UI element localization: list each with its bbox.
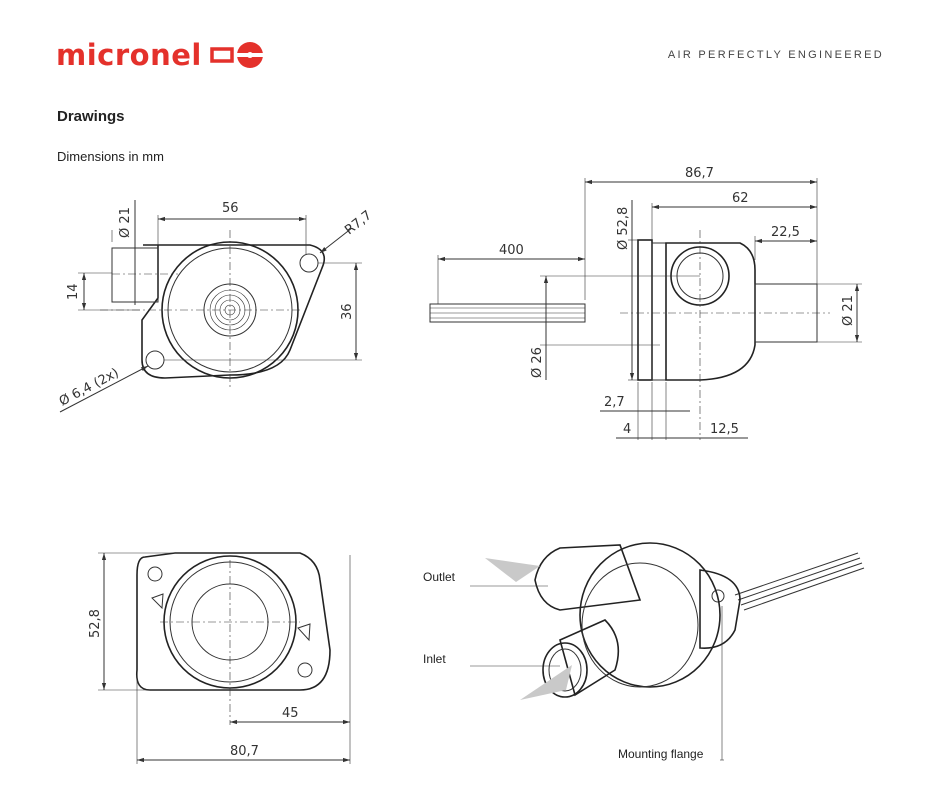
- dim-holes: Ø 6,4 (2x): [57, 366, 122, 410]
- brand-logo: micronel: [56, 40, 266, 70]
- side-view: 86,7 62 22,5 400 Ø 52,8 Ø 26 Ø 21 2,7: [429, 166, 862, 440]
- dim-dia-21-inlet: Ø 21: [841, 295, 856, 326]
- front-view: 56 Ø 21 14 36 R7,7 Ø 6,4 (2x): [57, 200, 375, 413]
- dim-radius: R7,7: [342, 208, 375, 238]
- isometric-view: Outlet Inlet Mounting flange: [423, 542, 865, 761]
- dim-80-7: 80,7: [230, 744, 259, 759]
- brand-tagline: AIR PERFECTLY ENGINEERED: [667, 49, 884, 61]
- dim-4: 4: [623, 422, 631, 437]
- dim-56: 56: [222, 201, 239, 216]
- dim-52-8: 52,8: [88, 609, 103, 638]
- outlet-label: Outlet: [423, 570, 456, 584]
- dim-36: 36: [340, 303, 355, 320]
- dim-62: 62: [732, 191, 749, 206]
- mounting-flange-label: Mounting flange: [618, 747, 704, 761]
- dim-14: 14: [66, 283, 81, 300]
- section-title: Drawings: [57, 108, 125, 125]
- dim-400: 400: [499, 243, 524, 258]
- dimensions-note: Dimensions in mm: [57, 149, 164, 164]
- bottom-view: 52,8 45 80,7: [88, 552, 351, 764]
- dim-dia-52-8: Ø 52,8: [616, 207, 631, 250]
- dim-45: 45: [282, 706, 299, 721]
- brand-name: micronel: [56, 37, 202, 72]
- dim-86-7: 86,7: [685, 166, 714, 181]
- dim-dia-21: Ø 21: [118, 207, 133, 238]
- dim-12-5: 12,5: [710, 422, 739, 437]
- dim-22-5: 22,5: [771, 225, 800, 240]
- inlet-label: Inlet: [423, 652, 446, 666]
- dim-2-7: 2,7: [604, 395, 625, 410]
- dim-dia-26: Ø 26: [530, 347, 545, 378]
- blower-logo-icon: [210, 42, 263, 68]
